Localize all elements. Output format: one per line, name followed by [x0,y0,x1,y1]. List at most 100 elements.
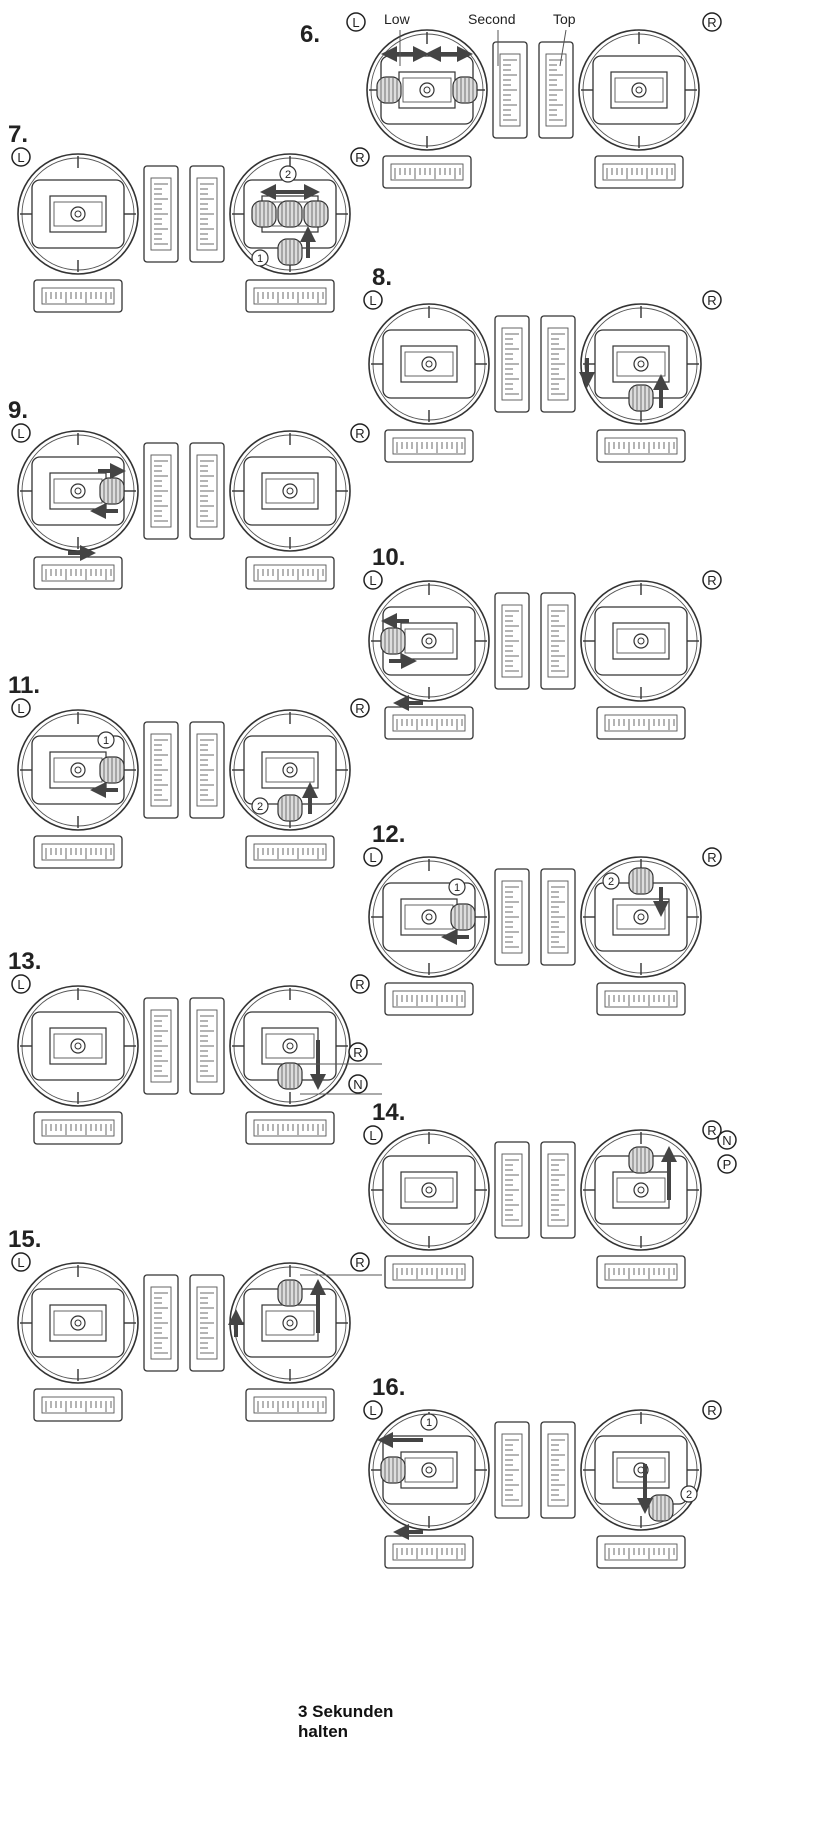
vertical-gauge-right [190,166,224,262]
horizontal-gauge-right [597,430,685,462]
left-level [369,1130,489,1250]
right-level-bubble [632,83,646,97]
left-level-bubble [71,763,85,777]
knob-vertical [278,1063,302,1089]
left-label: L [12,148,30,166]
left-label-text: L [369,850,376,865]
knob-side [451,904,475,930]
knob-vertical [278,239,302,265]
horizontal-gauge-left-scale [393,1544,465,1560]
left-level-bubble [71,484,85,498]
right-level-bubble [283,763,297,777]
right-level-bubble [283,484,297,498]
horizontal-gauge-left [34,836,122,868]
knob-vertical [629,385,653,411]
right-level-bubble [634,634,648,648]
horizontal-gauge-right [597,1536,685,1568]
left-label: L [364,1126,382,1144]
knob-c [304,201,328,227]
horizontal-gauge-right-scale [603,164,675,180]
step-11: 11.LR12 [8,672,369,868]
right-label-text: R [355,426,364,441]
right-label-text: R [355,977,364,992]
horizontal-gauge-left [34,280,122,312]
marker-1: 1 [449,879,465,895]
knob-a [252,201,276,227]
right-level [579,30,699,150]
hold-note-line1: 3 Sekunden [298,1702,428,1722]
horizontal-gauge-right [595,156,683,188]
right-level-bubble [634,357,648,371]
horizontal-gauge-left [34,557,122,589]
step-number: 11. [8,672,40,699]
left-label: L [364,571,382,589]
vertical-gauge-left [144,1275,178,1371]
left-label-text: L [369,573,376,588]
side-label-1-text: N [722,1133,731,1148]
left-level-bubble [420,83,434,97]
horizontal-gauge-right-scale [605,1544,677,1560]
marker-1-text: 1 [454,882,460,894]
left-level [18,1263,138,1383]
horizontal-gauge-right [246,1112,334,1144]
horizontal-gauge-left [385,1256,473,1288]
knob-vertical [649,1495,673,1521]
step-number: 12. [372,821,405,848]
right-level-bubble [634,910,648,924]
left-label: L [12,1253,30,1271]
vertical-gauge-right [541,1142,575,1238]
right-label: R [351,975,369,993]
right-level [581,1410,701,1530]
step-number: 15. [8,1226,41,1253]
horizontal-gauge-left [34,1389,122,1421]
step-13: 13.LRRN [8,948,382,1144]
left-label: L [12,699,30,717]
step-number: 6. [300,21,320,48]
vertical-gauge-left [495,316,529,412]
vertical-gauge-left [144,998,178,1094]
left-level [369,304,489,424]
step-number: 8. [372,264,392,291]
step-9: 9.LR [8,397,369,589]
horizontal-gauge-right-scale [254,844,326,860]
vertical-gauge-left [144,443,178,539]
marker-1-text: 1 [426,1417,432,1429]
vertical-gauge-right [541,869,575,965]
left-label-text: L [369,293,376,308]
left-label-text: L [17,426,24,441]
marker-2: 2 [252,798,268,814]
side-label-1-text: R [353,1045,362,1060]
right-label: R [351,148,369,166]
knob-side [381,628,405,654]
right-label-text: R [707,573,716,588]
hold-note: 3 Sekunden halten [298,1702,428,1742]
step-number: 16. [372,1374,405,1401]
horizontal-gauge-left-scale [393,715,465,731]
knob-side [100,757,124,783]
horizontal-gauge-right-scale [605,1264,677,1280]
right-level-bubble [634,1183,648,1197]
vertical-gauge-left [144,722,178,818]
marker-1-text: 1 [257,253,263,265]
marker-1: 1 [98,732,114,748]
vertical-gauge-right [541,593,575,689]
horizontal-gauge-right [597,983,685,1015]
step-7: 7.LR21 [8,121,369,312]
step-number: 7. [8,121,28,148]
side-label-2: N [349,1075,367,1093]
right-level-bubble [283,1039,297,1053]
knob-vertical [278,795,302,821]
horizontal-gauge-right-scale [605,438,677,454]
horizontal-gauge-right [597,1256,685,1288]
left-level-bubble [422,357,436,371]
left-level-bubble [71,207,85,221]
knob-b [278,201,302,227]
left-label-text: L [17,150,24,165]
horizontal-gauge-right [246,836,334,868]
step-number: 10. [372,544,405,571]
side-label-2-text: P [723,1157,732,1172]
horizontal-gauge-left-scale [391,164,463,180]
horizontal-gauge-left-scale [42,844,114,860]
left-level-bubble [422,910,436,924]
